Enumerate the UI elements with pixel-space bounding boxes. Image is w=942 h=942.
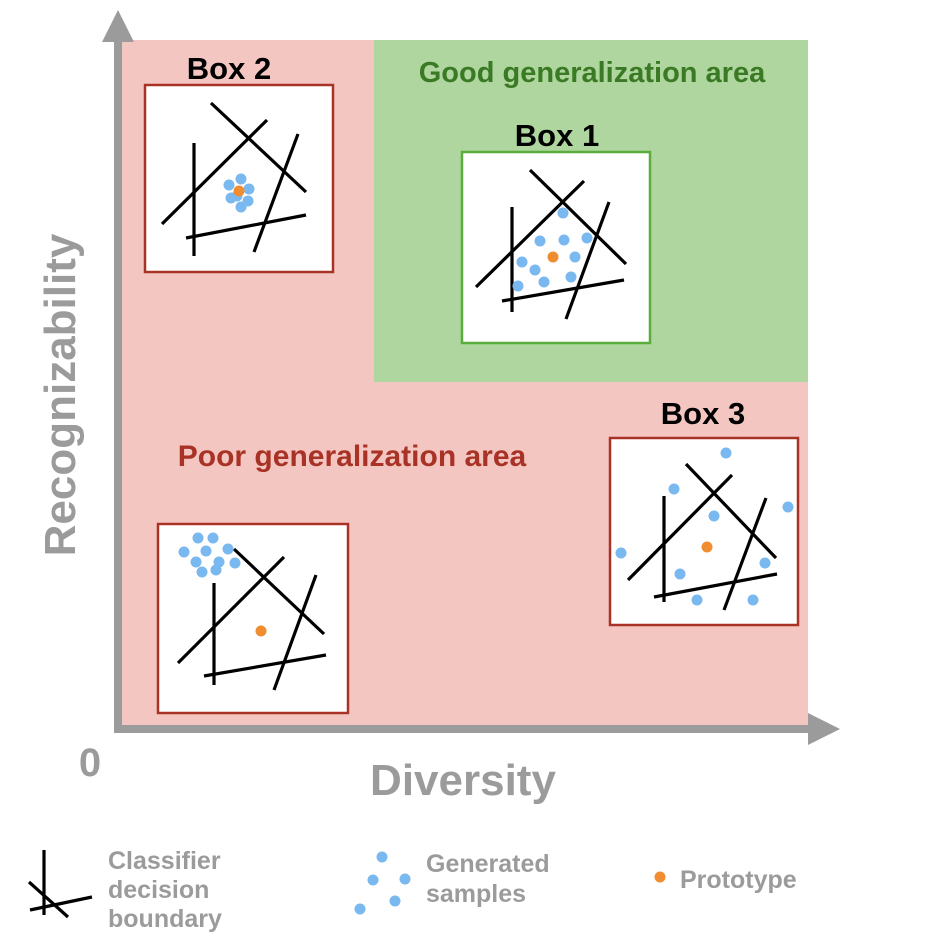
box1-generated-samples	[512, 207, 593, 292]
sample-point	[720, 447, 732, 459]
box3-decision-boundary	[626, 462, 778, 611]
sample-point	[516, 256, 528, 268]
sample-point	[200, 545, 212, 557]
sample-point	[565, 271, 577, 283]
axes	[102, 10, 840, 745]
box2-title: Box 2	[187, 51, 271, 86]
sample-point	[759, 557, 771, 569]
box3-generated-samples	[615, 447, 794, 606]
samples-legend-icon	[354, 851, 411, 915]
sample-point	[190, 556, 202, 568]
sample-point	[708, 510, 720, 522]
sample-point	[229, 557, 241, 569]
y-axis-label: Recognizability	[36, 233, 85, 556]
sample-point	[192, 532, 204, 544]
box1-decision-boundary	[474, 168, 628, 320]
x-axis-arrowhead	[808, 713, 840, 745]
sample-point	[235, 173, 247, 185]
box4-generated-samples	[178, 532, 241, 578]
poor-area-label: Poor generalization area	[178, 440, 527, 473]
box4-prototype	[255, 625, 267, 637]
sample-point	[782, 501, 794, 513]
legend-boundary-line-1: Classifier	[108, 847, 221, 875]
legend-boundary-line-3: boundary	[108, 905, 222, 933]
sample-point	[668, 483, 680, 495]
box3-frame	[608, 436, 800, 627]
sample-point	[207, 532, 219, 544]
legend-boundary-line-2: decision	[108, 876, 209, 904]
sample-point	[674, 568, 686, 580]
legend: Classifier decision boundary Generated s…	[27, 847, 797, 933]
sample-point	[223, 179, 235, 191]
box1-frame	[460, 150, 652, 345]
box1-title: Box 1	[515, 118, 599, 153]
box3-prototype	[701, 541, 713, 553]
good-area-label: Good generalization area	[419, 57, 766, 89]
x-axis-label: Diversity	[370, 756, 556, 805]
box4-frame	[156, 522, 350, 715]
sample-point	[222, 543, 234, 555]
sample-point	[235, 201, 247, 213]
legend-samples-line-1: Generated	[426, 850, 550, 878]
box2-decision-boundary	[160, 101, 308, 256]
box4	[156, 522, 350, 715]
sample-point	[581, 232, 593, 244]
sample-point	[538, 276, 550, 288]
box2-prototype	[233, 185, 245, 197]
legend-samples-line-2: samples	[426, 880, 526, 908]
y-axis-arrowhead	[102, 10, 134, 42]
sample-point	[569, 251, 581, 263]
legend-prototype-label: Prototype	[680, 866, 797, 894]
sample-point	[243, 183, 255, 195]
sample-point	[557, 207, 569, 219]
sample-point	[178, 546, 190, 558]
sample-point	[615, 547, 627, 559]
box3-title: Box 3	[661, 396, 745, 431]
sample-point	[225, 192, 237, 204]
box1-prototype	[547, 251, 559, 263]
sample-point	[529, 264, 541, 276]
sample-point	[558, 234, 570, 246]
box2	[143, 83, 335, 274]
sample-point	[196, 566, 208, 578]
sample-point	[512, 280, 524, 292]
sample-point	[534, 235, 546, 247]
box3	[608, 436, 800, 627]
boundary-legend-icon	[27, 850, 93, 919]
box4-decision-boundary	[176, 547, 327, 691]
box1	[460, 150, 652, 345]
sample-point	[691, 594, 703, 606]
origin-label: 0	[79, 741, 101, 785]
prototype-legend-icon	[654, 871, 666, 883]
sample-point	[747, 594, 759, 606]
sample-point	[210, 564, 222, 576]
